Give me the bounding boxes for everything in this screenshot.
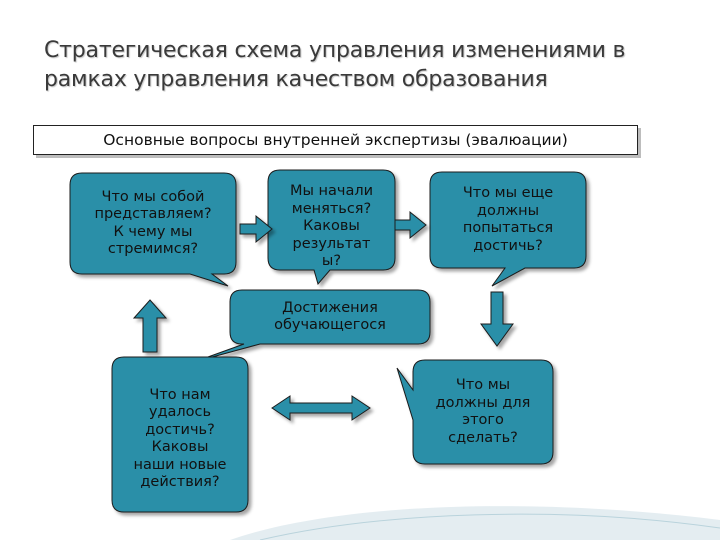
achieved-line-4: Каковы bbox=[151, 439, 209, 455]
try-line-3: попытаться bbox=[462, 220, 554, 236]
speech-bubble-center bbox=[193, 289, 431, 363]
bubble-text-try: Что мы еще должны попытаться достичь? bbox=[430, 172, 586, 268]
todo-line-4: сделать? bbox=[448, 429, 518, 446]
arrow-right-1 bbox=[239, 214, 273, 244]
bubble-text-center: Достижения обучающегося bbox=[230, 290, 430, 344]
arrow-up bbox=[132, 299, 168, 353]
speech-bubble-todo bbox=[396, 359, 554, 465]
todo-line-2: должны для bbox=[435, 394, 531, 411]
who-line-3: К чему мы bbox=[113, 223, 193, 240]
change-line-5: ы? bbox=[321, 253, 342, 270]
speech-bubble-who bbox=[69, 172, 237, 287]
try-line-1: Что мы еще bbox=[462, 185, 554, 201]
who-line-2: представляем? bbox=[94, 206, 212, 222]
achieved-line-1: Что нам bbox=[149, 386, 211, 403]
achieved-line-5: наши новые bbox=[133, 456, 227, 473]
bubble-text-achieved: Что нам удалось достичь? Каковы наши нов… bbox=[112, 366, 248, 512]
decorative-swoosh bbox=[230, 506, 720, 540]
achieved-line-6: действия? bbox=[140, 474, 220, 490]
speech-bubble-achieved bbox=[111, 356, 249, 513]
todo-line-3: этого bbox=[462, 412, 504, 428]
title-line-2: рамках управления качеством образования bbox=[44, 67, 548, 92]
try-line-2: должны bbox=[476, 202, 540, 219]
subtitle-box: Основные вопросы внутренней экспертизы (… bbox=[33, 125, 638, 155]
achieved-line-3: достичь? bbox=[145, 421, 215, 438]
change-line-4: результат bbox=[292, 235, 371, 252]
who-line-4: стремимся? bbox=[107, 241, 199, 257]
arrow-right-2 bbox=[394, 210, 427, 240]
center-line-2: обучающегося bbox=[274, 317, 386, 333]
achieved-line-2: удалось bbox=[148, 404, 212, 420]
center-line-1: Достижения bbox=[282, 299, 378, 316]
bubble-text-todo: Что мы должны для этого сделать? bbox=[413, 360, 553, 464]
change-line-3: Каковы bbox=[303, 218, 360, 235]
todo-line-1: Что мы bbox=[455, 377, 511, 393]
try-line-4: достичь? bbox=[473, 237, 543, 254]
decorative-swoosh-line bbox=[259, 513, 720, 540]
bubble-text-who: Что мы собой представляем? К чему мы стр… bbox=[70, 173, 236, 274]
speech-bubble-try bbox=[429, 171, 587, 287]
change-line-2: меняться? bbox=[291, 200, 372, 217]
who-line-1: Что мы собой bbox=[101, 188, 205, 205]
bubble-text-change: Мы начали меняться? Каковы результат ы? bbox=[268, 174, 395, 280]
arrow-double bbox=[271, 395, 371, 421]
page-title: Стратегическая схема управления изменени… bbox=[44, 36, 704, 94]
change-line-1: Мы начали bbox=[289, 183, 374, 200]
title-line-1: Стратегическая схема управления изменени… bbox=[44, 38, 626, 63]
speech-bubble-change bbox=[267, 169, 396, 286]
arrow-down bbox=[480, 291, 514, 347]
